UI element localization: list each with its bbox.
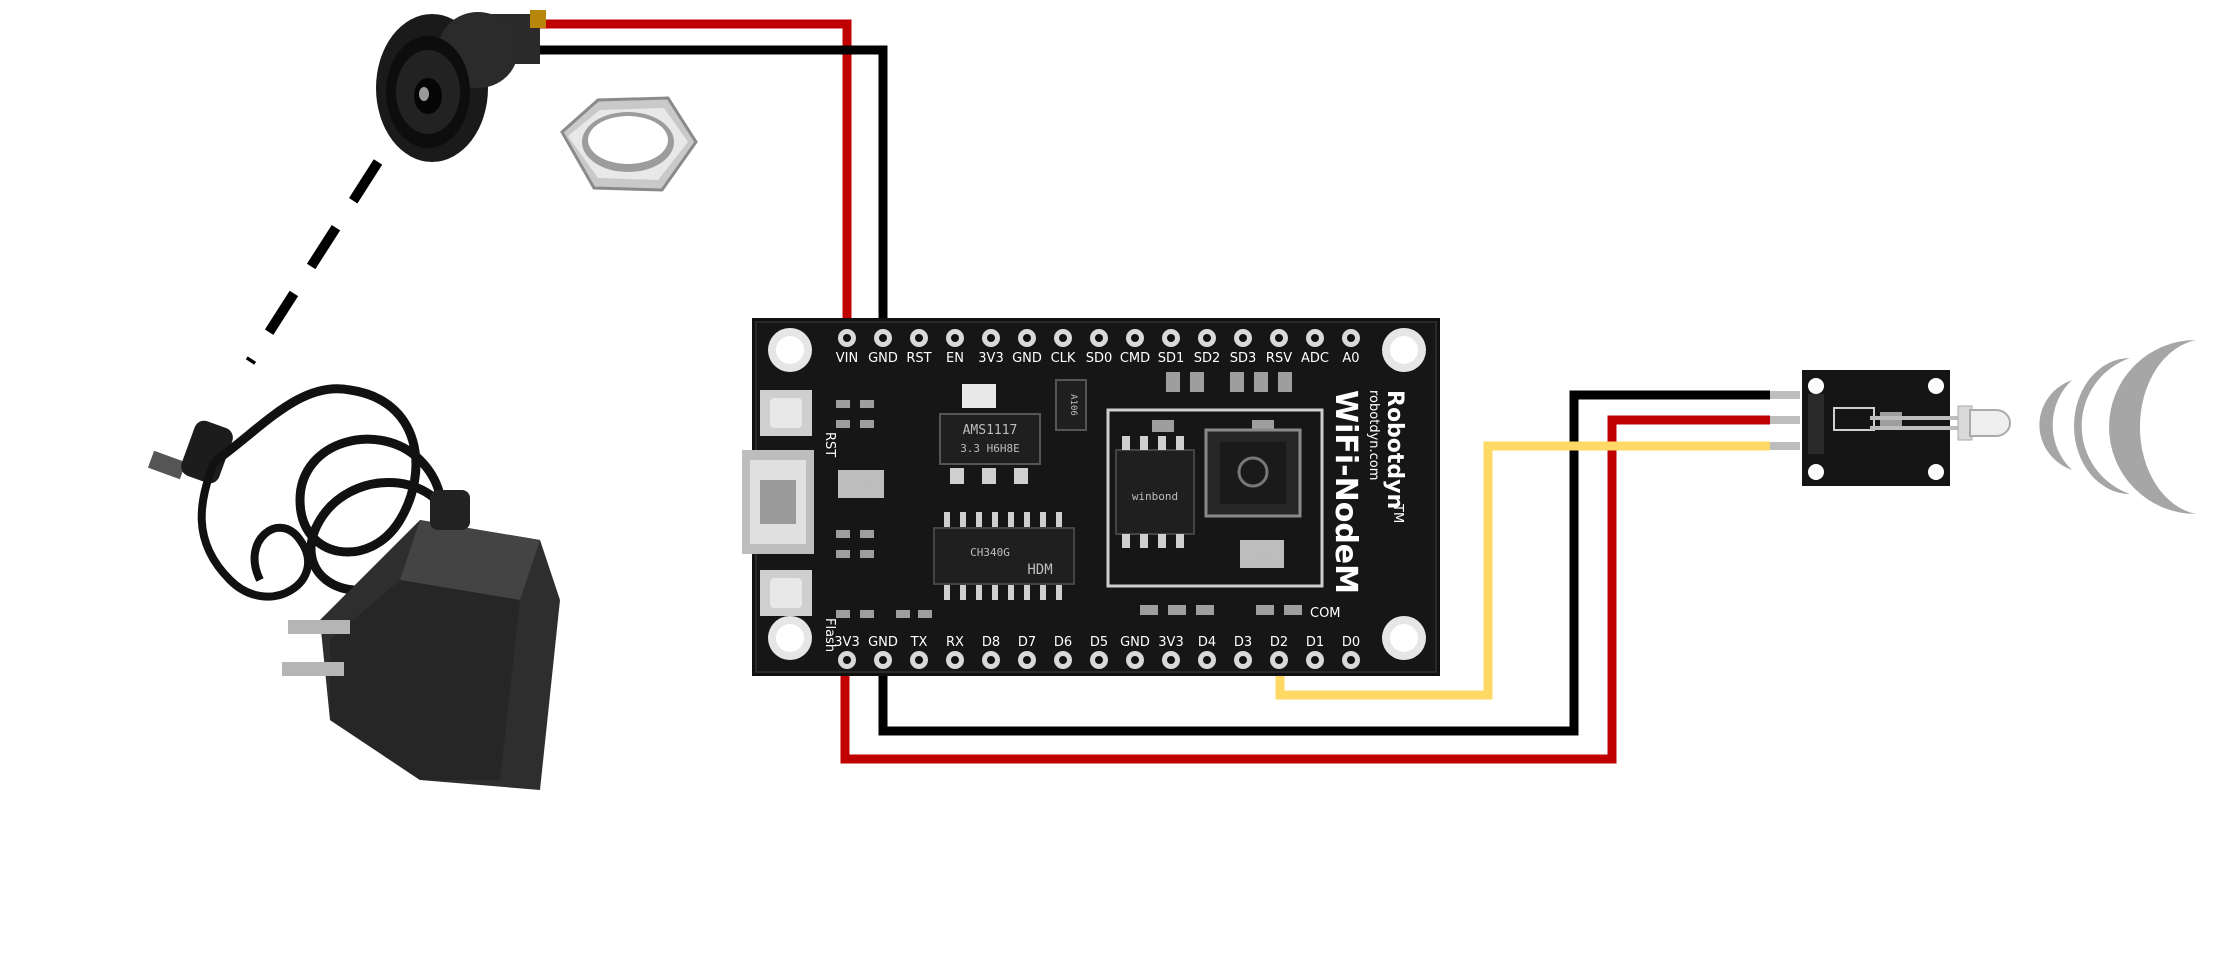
pin-label: D8	[982, 635, 1000, 650]
smd-components	[836, 372, 1302, 618]
rst-label: RST	[822, 432, 837, 457]
pin-label: GND	[1120, 635, 1150, 650]
ir-s-label: S	[1808, 470, 1823, 478]
top-pin-labels: VIN GND RST EN 3V3 GND CLK SD0 CMD SD1 S…	[836, 351, 1360, 366]
pin-label: GND	[868, 351, 898, 366]
serial-chip-label: HDM	[1027, 562, 1052, 578]
flash-chip-label: winbond	[1132, 490, 1178, 503]
board-title: WiFi-NodeM	[1328, 390, 1363, 594]
wire-jack-to-gnd-black	[535, 45, 888, 340]
dc-barrel-jack-icon	[376, 10, 546, 162]
pin-label: D7	[1018, 635, 1036, 650]
pin-label: SD3	[1230, 351, 1257, 366]
pin-label: SD1	[1158, 351, 1185, 366]
pin-label: 3V3	[978, 351, 1003, 366]
usb-serial-chip: CH340G HDM	[933, 512, 1075, 600]
board-branding: Robotdyn robotdyn.com TM WiFi-NodeM	[1328, 390, 1407, 594]
wire-gnd-to-ir-black	[878, 390, 1770, 736]
bottom-pin-labels: 3V3 GND TX RX D8 D7 D6 D5 GND 3V3 D4 D3 …	[834, 635, 1360, 650]
pin-label: ADC	[1301, 351, 1329, 366]
small-chip-label: A106	[1068, 394, 1078, 416]
com-label: COM	[1310, 606, 1341, 621]
top-pin-row	[838, 329, 1360, 347]
crystal-label: 12.000	[845, 482, 878, 492]
regulator-label: AMS1117	[963, 423, 1018, 438]
power-adapter-icon	[147, 384, 560, 790]
pin-label: CMD	[1120, 351, 1150, 366]
pin-label: 3V3	[834, 635, 859, 650]
pin-label: 3V3	[1158, 635, 1183, 650]
ir-minus-label: –	[1813, 383, 1820, 398]
pin-label: VIN	[836, 351, 858, 366]
trademark: TM	[1390, 503, 1405, 523]
micro-usb-port	[742, 450, 814, 554]
pin-label: D6	[1054, 635, 1072, 650]
brand-text: Robotdyn	[1382, 390, 1407, 509]
pin-label: D2	[1270, 635, 1288, 650]
voltage-regulator: AMS1117 3.3 H6H8E	[939, 413, 1041, 484]
wires	[245, 19, 1770, 764]
wire-3v3-to-ir-red	[840, 415, 1770, 764]
pin-label: A0	[1342, 351, 1359, 366]
pin-label: CLK	[1051, 351, 1076, 366]
onboard-led	[962, 384, 996, 408]
pin-label: RST	[906, 351, 931, 366]
pin-label: SD2	[1194, 351, 1221, 366]
serial-chip-label: CH340G	[970, 546, 1010, 559]
signal-waves-icon	[2039, 340, 2196, 514]
esp-module: winbond 26000	[1106, 408, 1324, 588]
pin-label: GND	[868, 635, 898, 650]
pin-label: SD0	[1086, 351, 1113, 366]
pin-label: D4	[1198, 635, 1216, 650]
small-module-label: 26000	[1248, 551, 1275, 561]
rst-button: RST	[760, 390, 837, 457]
bottom-pin-row	[838, 651, 1360, 669]
pin-label: D3	[1234, 635, 1252, 650]
adapter-dashed-connection	[245, 159, 383, 365]
wifi-nodem-board: VIN GND RST EN 3V3 GND CLK SD0 CMD SD1 S…	[742, 318, 1440, 676]
wire-d2-to-ir-signal-yellow	[1275, 441, 1770, 700]
pin-label: EN	[946, 351, 964, 366]
regulator-label: 3.3 H6H8E	[960, 442, 1020, 455]
flash-button: Flash	[760, 570, 837, 652]
pin-label: GND	[1012, 351, 1042, 366]
pin-label: D0	[1342, 635, 1360, 650]
pin-label: D1	[1306, 635, 1324, 650]
pin-label: TX	[910, 635, 928, 650]
wire-jack-to-vin-red	[535, 19, 852, 340]
brand-url: robotdyn.com	[1366, 390, 1381, 480]
pin-label: RSV	[1266, 351, 1292, 366]
ir-led-icon	[1870, 405, 2011, 441]
pin-label: D5	[1090, 635, 1108, 650]
flash-label: Flash	[822, 618, 837, 652]
crystal-oscillator: 12.000	[838, 470, 884, 498]
small-chip: A106	[1055, 379, 1087, 431]
pin-label: RX	[946, 635, 964, 650]
hex-nut-icon	[560, 96, 698, 192]
